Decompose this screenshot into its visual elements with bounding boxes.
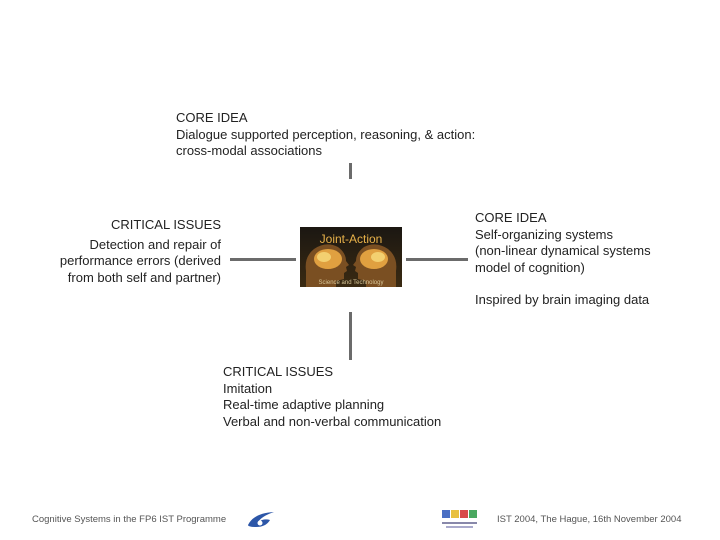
bottom-issues-heading: CRITICAL ISSUES <box>223 364 334 379</box>
left-critical-issues: CRITICAL ISSUES Detection and repair of … <box>20 217 221 286</box>
bottom-issues-line: Imitation <box>223 380 273 396</box>
footer-left-text: Cognitive Systems in the FP6 IST Program… <box>32 514 227 525</box>
right-core-line: model of cognition) <box>475 259 585 275</box>
brain-heads-icon <box>305 244 397 287</box>
right-core-idea: CORE IDEA Self-organizing systems (non-l… <box>475 210 651 309</box>
left-issues-line: Detection and repair of <box>89 236 221 252</box>
connector-left <box>230 258 296 261</box>
connector-top <box>349 163 352 179</box>
bottom-issues-line: Real-time adaptive planning <box>223 397 385 412</box>
connector-bottom <box>349 312 352 360</box>
top-core-line: cross-modal associations <box>176 143 322 158</box>
connector-right <box>406 258 468 261</box>
footer-right-text: IST 2004, The Hague, 16th November 2004 <box>497 514 682 525</box>
ist-programme-logo-icon <box>442 510 477 528</box>
center-image-caption: Science and Technology <box>318 280 384 286</box>
top-core-heading: CORE IDEA <box>176 110 248 125</box>
bottom-critical-issues: CRITICAL ISSUES Imitation Real-time adap… <box>223 364 441 430</box>
left-issues-line: performance errors (derived <box>59 253 221 268</box>
right-core-line: (non-linear dynamical systems <box>475 243 651 258</box>
left-issues-line: from both self and partner) <box>67 269 221 285</box>
center-image-title: Joint-Action <box>319 232 383 246</box>
left-issues-heading: CRITICAL ISSUES <box>110 217 221 232</box>
right-core-line: Inspired by brain imaging data <box>475 292 650 307</box>
top-core-line: Dialogue supported perception, reasoning… <box>176 126 476 142</box>
joint-action-image: Joint-Action Science and Technology <box>300 227 402 287</box>
top-core-idea: CORE IDEA Dialogue supported perception,… <box>176 110 475 160</box>
fp6-logo-icon <box>248 512 274 527</box>
right-core-heading: CORE IDEA <box>475 210 547 225</box>
bottom-issues-line: Verbal and non-verbal communication <box>223 413 442 429</box>
right-core-line: Self-organizing systems <box>475 226 613 242</box>
